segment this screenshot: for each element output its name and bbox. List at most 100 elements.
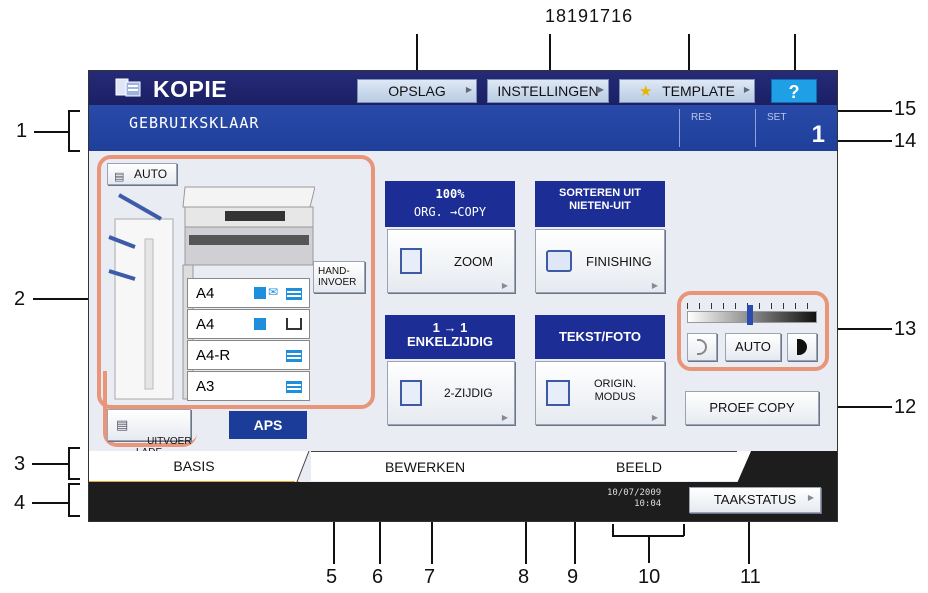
- density-scale[interactable]: [687, 303, 817, 325]
- job-status-button[interactable]: TAAKSTATUS ▶: [689, 487, 821, 513]
- callout-9: 9: [567, 566, 579, 588]
- paper-tray-3[interactable]: A4-R: [187, 340, 310, 370]
- output-tray-button[interactable]: ▤ UITVOER LADE: [107, 409, 192, 458]
- callout-bracket: [683, 524, 685, 536]
- chevron-right-icon: ▶: [651, 281, 658, 290]
- auto-paper-label: AUTO: [134, 167, 168, 181]
- lighter-icon: [697, 339, 707, 355]
- callout-5: 5: [326, 566, 338, 588]
- callout-15: 15: [894, 98, 917, 120]
- copier-machine-illustration: [108, 186, 315, 400]
- app-title: KOPIE: [153, 76, 228, 102]
- original-mode-info-panel: TEKST/FOTO: [535, 315, 665, 359]
- finishing-icon: [546, 250, 572, 272]
- date-time: 10/07/2009 10:04: [607, 488, 661, 510]
- zoom-icon: [400, 248, 422, 274]
- darker-icon: [797, 339, 807, 355]
- density-highlight: [677, 291, 829, 371]
- paper-tray-2[interactable]: A4: [187, 309, 310, 339]
- callout-bracket: [68, 483, 80, 485]
- zoom-button[interactable]: ZOOM ▶: [387, 229, 515, 293]
- duplex-button[interactable]: 2-ZIJDIG ▶: [387, 361, 515, 425]
- callout-bracket: [68, 515, 80, 517]
- help-button[interactable]: ?: [771, 79, 817, 103]
- status-bar: GEBRUIKSKLAAR RES SET 1: [89, 105, 837, 151]
- footer-bar: 10/07/2009 10:04 TAAKSTATUS ▶: [89, 482, 837, 521]
- zoom-button-label: ZOOM: [454, 254, 493, 269]
- tray-size-label: A4: [196, 316, 215, 333]
- callout-bracket: [68, 150, 80, 152]
- callout-13: 13: [894, 318, 917, 340]
- paper-stack-icon: [286, 350, 302, 362]
- paper-stack-icon: ▤: [114, 171, 125, 183]
- template-button[interactable]: ★ TEMPLATE ▶: [619, 79, 755, 103]
- callout-bracket: [68, 478, 80, 480]
- auto-paper-button[interactable]: ▤ AUTO: [107, 163, 177, 185]
- settings-button-label: INSTELLINGEN: [497, 83, 599, 99]
- proof-copy-button[interactable]: PROEF COPY: [685, 391, 819, 425]
- aps-badge: APS: [229, 411, 307, 439]
- callout-leader-line: [830, 328, 892, 330]
- callout-leader-line: [549, 34, 551, 76]
- paper-stack-icon: [286, 381, 302, 393]
- chevron-right-icon: ▶: [651, 413, 658, 422]
- density-darker-button[interactable]: [787, 333, 817, 361]
- chevron-right-icon: ▶: [465, 85, 472, 94]
- callout-leader-line: [32, 463, 68, 465]
- duplex-mode-label: ENKELZIJDIG: [407, 334, 493, 349]
- storage-button-label: OPSLAG: [388, 83, 446, 99]
- callout-1: 1: [16, 120, 28, 142]
- callout-leader-line: [34, 131, 68, 133]
- tray-indicator-icon: [254, 318, 266, 330]
- callout-bracket: [68, 110, 70, 152]
- tab-edge-shape: [295, 451, 310, 487]
- tab-bar-filler: [737, 451, 837, 483]
- callout-leader-line: [748, 510, 750, 564]
- divider: [755, 109, 756, 147]
- tray-size-label: A4: [196, 285, 215, 302]
- bypass-tray-button[interactable]: HAND- INVOER: [313, 261, 365, 293]
- callout-leader-line: [806, 110, 892, 112]
- callout-bracket: [68, 447, 80, 449]
- paper-tray-4[interactable]: A3: [187, 371, 310, 401]
- original-mode-button[interactable]: ORIGIN. MODUS ▶: [535, 361, 665, 425]
- zoom-ratio: 100%: [435, 187, 465, 201]
- set-label: SET: [767, 112, 787, 123]
- callout-7: 7: [424, 566, 436, 588]
- envelope-icon: ✉: [268, 285, 279, 299]
- original-mode-button-label: ORIGIN. MODUS: [594, 378, 637, 403]
- callout-leader-line: [822, 406, 892, 408]
- reserve-label: RES: [691, 112, 712, 123]
- tab-image[interactable]: BEELD: [535, 451, 743, 481]
- tray-size-label: A3: [196, 378, 215, 395]
- callout-8: 8: [518, 566, 530, 588]
- duplex-mode-ratio: 1 → 1: [432, 320, 468, 335]
- duplex-info-panel: 1 → 1 ENKELZIJDIG: [385, 315, 515, 359]
- density-auto-button[interactable]: AUTO: [725, 333, 781, 361]
- paper-tray-1[interactable]: A4 ✉: [187, 278, 310, 308]
- density-lighter-button[interactable]: [687, 333, 717, 361]
- callout-leader-line: [416, 34, 418, 74]
- callout-4: 4: [14, 492, 26, 514]
- job-status-label: TAAKSTATUS: [713, 492, 797, 507]
- original-mode-icon: [546, 380, 570, 406]
- callout-leader-line: [33, 298, 97, 300]
- title-bar: KOPIE OPSLAG ▶ INSTELLINGEN ▶ ★ TEMPLATE…: [89, 71, 837, 105]
- zoom-info-panel: 100% ORG. →COPY: [385, 181, 515, 227]
- chevron-right-icon: ▶: [501, 281, 508, 290]
- storage-button[interactable]: OPSLAG ▶: [357, 79, 477, 103]
- zoom-direction: ORG. →COPY: [413, 205, 487, 219]
- finishing-button[interactable]: FINISHING ▶: [535, 229, 665, 293]
- template-button-label: TEMPLATE: [662, 83, 735, 99]
- density-slider-thumb[interactable]: [747, 305, 753, 325]
- chevron-right-icon: ▶: [743, 85, 750, 94]
- output-tray-icon: ▤: [116, 417, 129, 432]
- star-icon: ★: [639, 83, 653, 100]
- finishing-button-label: FINISHING: [586, 254, 652, 269]
- chevron-right-icon: ▶: [807, 493, 814, 502]
- settings-button[interactable]: INSTELLINGEN ▶: [487, 79, 609, 103]
- callout-leader-line: [832, 140, 892, 142]
- paper-section-highlight: [97, 155, 375, 409]
- tab-edit[interactable]: BEWERKEN: [311, 451, 539, 481]
- finishing-info-panel: SORTEREN UIT NIETEN-UIT: [535, 181, 665, 227]
